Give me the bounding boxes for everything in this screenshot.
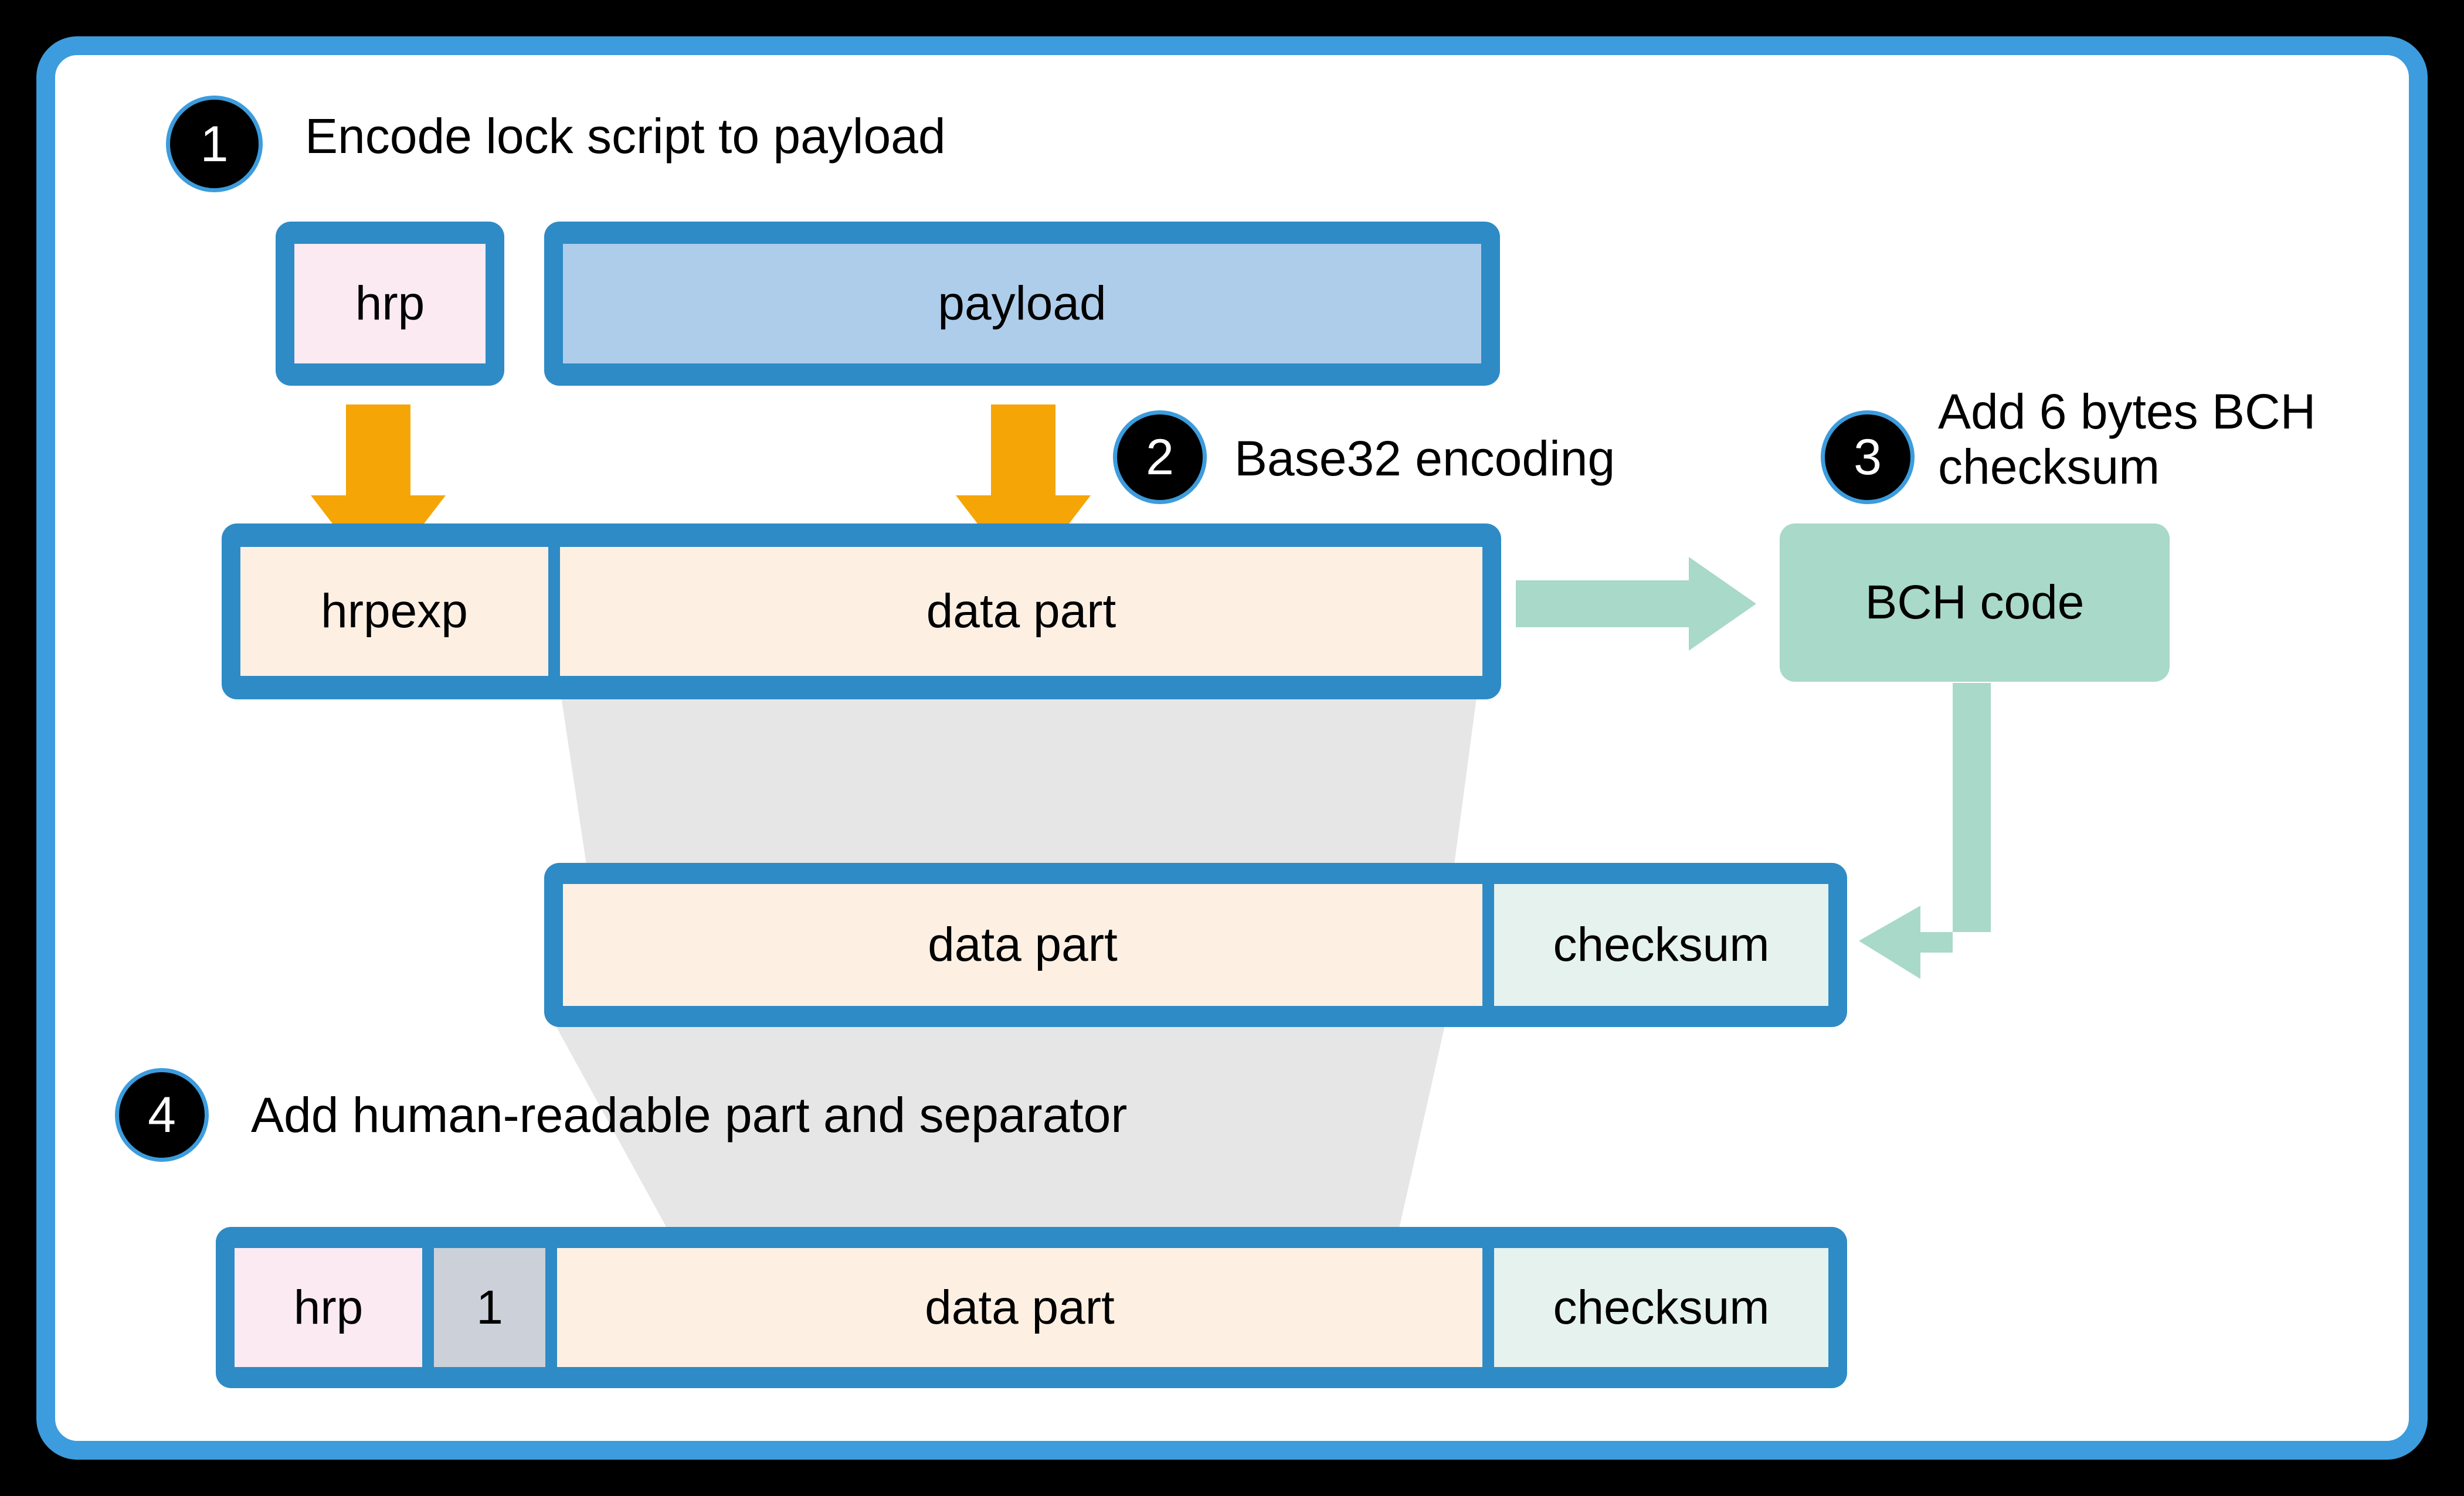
cell-data-part-row4: data part — [557, 1248, 1482, 1367]
step-2-badge: 2 — [1113, 410, 1207, 504]
bch-code-to-checksum-arrow — [1859, 683, 1991, 979]
step-4-badge: 4 — [115, 1068, 209, 1162]
cell-data-part-row2-label: data part — [926, 584, 1116, 638]
step-4-number: 4 — [148, 1087, 176, 1143]
cell-checksum-row4-label: checksum — [1553, 1280, 1770, 1334]
cell-hrp: hrp — [294, 244, 486, 363]
cell-hrp-row4-label: hrp — [293, 1280, 364, 1334]
cell-checksum-row3: checksum — [1494, 884, 1828, 1006]
cell-checksum-row3-label: checksum — [1553, 918, 1770, 971]
bch-code-box: BCH code — [1780, 523, 2170, 682]
step-1-label: Encode lock script to payload — [305, 108, 946, 164]
step-2-label: Base32 encoding — [1234, 431, 1615, 486]
row-with-checksum-box: data part checksum — [544, 863, 1847, 1027]
cell-checksum-row4: checksum — [1494, 1248, 1828, 1367]
cell-hrpexp-label: hrpexp — [321, 584, 468, 638]
cell-hrp-row4: hrp — [235, 1248, 422, 1367]
step-1-number: 1 — [200, 115, 229, 172]
bch-code-label: BCH code — [1865, 576, 2085, 629]
cell-hrpexp: hrpexp — [240, 547, 548, 676]
step-2-number: 2 — [1146, 429, 1174, 485]
step-3-badge: 3 — [1821, 410, 1915, 504]
cell-hrp-label: hrp — [355, 277, 425, 330]
row-base32-box: hrpexp data part — [222, 523, 1501, 699]
cell-separator-row4: 1 — [434, 1248, 545, 1367]
step-4-label: Add human-readable part and separator — [251, 1087, 1128, 1143]
cell-data-part-row4-label: data part — [925, 1280, 1115, 1334]
cell-data-part-row2: data part — [560, 547, 1482, 676]
data-part-to-bch-code-arrow — [1516, 557, 1756, 651]
row-final-address-box: hrp 1 data part checksum — [216, 1227, 1847, 1388]
cell-payload-label: payload — [938, 277, 1107, 330]
cell-separator-row4-label: 1 — [476, 1280, 503, 1334]
grey-connector-upper — [560, 689, 1478, 865]
cell-data-part-row3-label: data part — [928, 918, 1118, 971]
row-input-payload-box: payload — [544, 222, 1500, 386]
row-input-hrp-box: hrp — [276, 222, 504, 386]
cell-data-part-row3: data part — [563, 884, 1482, 1006]
cell-payload: payload — [563, 244, 1481, 363]
step-3-number: 3 — [1854, 429, 1882, 485]
step-3-label: Add 6 bytes BCH checksum — [1938, 384, 2316, 495]
step-1-badge: 1 — [166, 96, 263, 192]
